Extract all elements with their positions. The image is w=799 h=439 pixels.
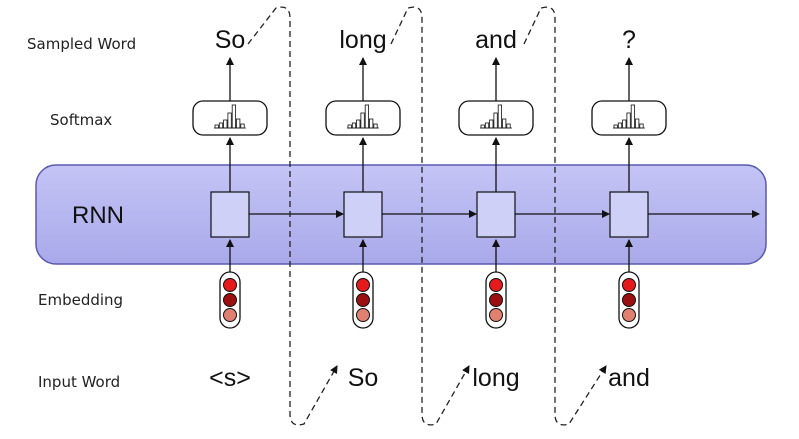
histogram-bar <box>218 122 224 129</box>
embedding-unit <box>356 293 370 307</box>
histogram-bar <box>356 119 361 129</box>
embedding-unit <box>223 278 237 292</box>
embedding-unit <box>622 293 636 307</box>
embedding-unit <box>489 308 503 322</box>
histogram-bar <box>502 118 507 129</box>
histogram-bar <box>635 118 640 129</box>
histogram-bar <box>630 104 636 129</box>
embedding-unit <box>223 308 237 322</box>
histogram-bar <box>489 119 494 129</box>
histogram-bar <box>369 118 374 129</box>
timestep-3: and? <box>591 26 760 392</box>
histogram-bar <box>240 123 245 129</box>
histogram-bar <box>231 104 236 129</box>
histogram-bar <box>622 119 627 129</box>
sampled-word: and <box>475 26 517 54</box>
histogram-bar <box>347 124 352 129</box>
feedback-dashed-arrow-2 <box>523 6 607 426</box>
sampled-word: ? <box>622 26 636 54</box>
timestep-2: long and <box>458 26 610 392</box>
histogram-bar <box>639 123 644 129</box>
histogram-bar <box>480 124 485 129</box>
feedback-dashed-arrow-1 <box>390 6 470 426</box>
embedding-unit <box>489 278 503 292</box>
input-word: long <box>472 364 519 392</box>
embedding-unit <box>489 293 503 307</box>
histogram-bar <box>497 104 503 129</box>
embedding-unit <box>622 308 636 322</box>
rnn-label: RNN <box>72 202 124 229</box>
feedback-dashed-arrow-0 <box>247 6 338 426</box>
input-word: So <box>348 364 379 392</box>
row-label-sampled-word: Sampled Word <box>27 35 136 53</box>
histogram-bar <box>351 122 357 129</box>
rnn-cell <box>210 191 250 238</box>
timestep-0: <s> So <box>192 26 344 392</box>
histogram-bar <box>613 124 618 129</box>
histogram-bar <box>617 122 623 129</box>
row-label-input-word: Input Word <box>38 373 120 391</box>
embedding-unit <box>356 308 370 322</box>
histogram-bar <box>373 123 378 129</box>
rnn-cell <box>343 191 383 238</box>
histogram-bar <box>236 118 241 129</box>
input-word: <s> <box>209 364 251 392</box>
histogram-bar <box>484 122 490 129</box>
sampled-word: So <box>215 26 246 54</box>
row-label-embedding: Embedding <box>38 291 123 309</box>
row-label-softmax: Softmax <box>50 111 112 129</box>
timestep-1: So long <box>325 26 477 392</box>
rnn-cell <box>476 191 516 238</box>
softmax-histogram-icon <box>480 104 512 129</box>
histogram-bar <box>214 124 219 129</box>
softmax-histogram-icon <box>347 104 379 129</box>
embedding-unit <box>622 278 636 292</box>
histogram-bar <box>360 112 365 129</box>
embedding-unit <box>223 293 237 307</box>
histogram-bar <box>223 119 228 129</box>
input-word: and <box>608 364 650 392</box>
sampled-word: long <box>339 26 386 54</box>
histogram-bar <box>227 112 232 129</box>
rnn-cell <box>609 191 649 238</box>
softmax-histogram-icon <box>613 104 645 129</box>
histogram-bar <box>506 123 511 129</box>
histogram-bar <box>626 112 631 129</box>
histogram-bar <box>364 104 370 129</box>
softmax-histogram-icon <box>214 104 246 129</box>
histogram-bar <box>493 112 498 129</box>
embedding-unit <box>356 278 370 292</box>
